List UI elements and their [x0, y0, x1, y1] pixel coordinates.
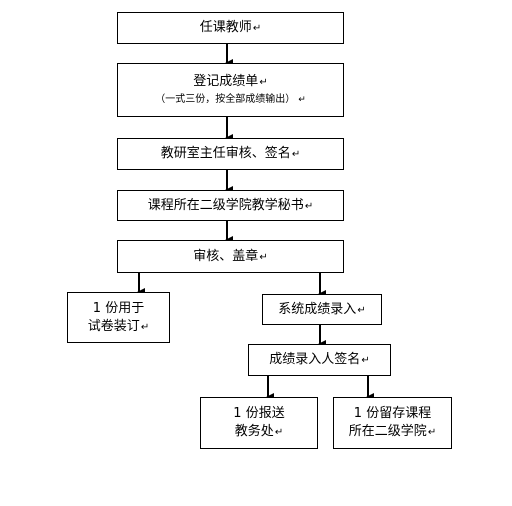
node-binding-line2: 试卷装订 — [87, 318, 140, 334]
node-system-label: 系统成绩录入 — [278, 301, 357, 317]
node-stamp: 审核、盖章↵ — [117, 240, 344, 273]
return-mark-icon: ↵ — [259, 251, 268, 263]
return-mark-icon: ↵ — [357, 304, 366, 316]
return-mark-icon: ↵ — [140, 321, 150, 333]
return-mark-icon: ↵ — [259, 77, 268, 89]
node-teacher-label: 任课教师 — [199, 20, 252, 36]
node-register: 登记成绩单↵ （一式三份，按全部成绩输出）↵ — [117, 63, 344, 117]
return-mark-icon: ↵ — [274, 427, 284, 438]
node-signer: 成绩录入人签名↵ — [248, 344, 391, 376]
node-binding-line1: 1 份用于 — [92, 300, 145, 316]
node-stamp-label: 审核、盖章 — [193, 248, 259, 264]
node-office-label: 教研室主任审核、签名 — [160, 146, 291, 162]
node-system: 系统成绩录入↵ — [262, 294, 382, 325]
return-mark-icon: ↵ — [427, 427, 437, 438]
return-mark-icon: ↵ — [291, 149, 301, 161]
node-secretary-label: 课程所在二级学院教学秘书 — [147, 197, 304, 213]
node-register-sublabel: （一式三份，按全部成绩输出） — [155, 94, 296, 106]
return-mark-icon: ↵ — [304, 200, 314, 212]
node-register-label: 登记成绩单 — [193, 74, 259, 90]
node-college-line1: 1 份留存课程 — [353, 406, 432, 422]
node-academic-line1: 1 份报送 — [233, 406, 285, 422]
return-mark-icon: ↵ — [361, 355, 370, 367]
node-academic-line2: 教务处 — [234, 424, 274, 439]
node-teacher: 任课教师↵ — [117, 12, 344, 44]
node-office: 教研室主任审核、签名↵ — [117, 138, 344, 170]
node-secretary: 课程所在二级学院教学秘书↵ — [117, 190, 344, 221]
node-binding: 1 份用于 试卷装订↵ — [67, 292, 170, 343]
return-mark-icon: ↵ — [298, 95, 306, 106]
node-college: 1 份留存课程 所在二级学院↵ — [333, 397, 452, 449]
node-college-line2: 所在二级学院 — [348, 424, 427, 439]
node-signer-label: 成绩录入人签名 — [269, 352, 361, 368]
return-mark-icon: ↵ — [252, 23, 262, 35]
node-academic: 1 份报送 教务处↵ — [200, 397, 318, 449]
